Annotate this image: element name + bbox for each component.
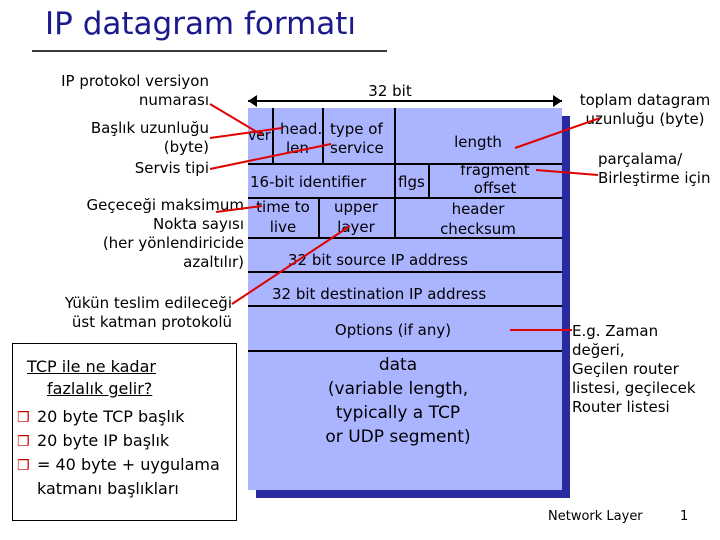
field-flags: flgs <box>398 173 425 191</box>
field-data: data (variable length, typically a TCP o… <box>325 355 471 447</box>
note-options: E.g. Zaman değeri, Geçilen router listes… <box>572 322 696 416</box>
footer-section: Network Layer <box>548 509 643 524</box>
field-upper-layer-2: layer <box>337 218 375 236</box>
note-version: IP protokol versiyon numarası <box>61 72 209 109</box>
field-length: length <box>454 133 502 151</box>
field-checksum-2: checksum <box>440 220 516 238</box>
overhead-bullets: ❒ 20 byte TCP başlık ❒ 20 byte IP başlık… <box>13 407 236 498</box>
note-protocol: Yükün teslim edileceği üst katman protok… <box>64 294 232 331</box>
width-arrow-right-icon <box>553 95 562 107</box>
note-total-length: toplam datagram uzunluğu (byte) <box>579 91 711 128</box>
bullet-icon: ❒ <box>17 410 30 426</box>
field-options: Options (if any) <box>334 321 452 339</box>
field-upper-layer-1: upper <box>334 198 378 216</box>
datagram-box: ver head. len type of service length 16-… <box>248 108 562 490</box>
note-service: Servis tipi <box>134 159 209 177</box>
field-tos-2: service <box>330 139 384 157</box>
connector-ttl <box>215 205 263 213</box>
note-header-length: Başlık uzunluğu (byte) <box>90 119 209 156</box>
connector-header-length <box>209 127 283 139</box>
page-number: 1 <box>680 509 689 524</box>
bullet-item: ❒ = 40 byte + uygulama <box>17 455 220 474</box>
title-underline <box>32 50 387 52</box>
page-title: IP datagram formatı <box>45 6 357 42</box>
connector-protocol <box>231 225 351 305</box>
connector-service <box>209 143 332 170</box>
bullet-continuation: katmanı başlıkları <box>37 479 179 498</box>
note-fragmentation: parçalama/ Birleştirme için <box>598 150 711 187</box>
field-identifier: 16-bit identifier <box>250 173 367 191</box>
width-arrow-line <box>248 100 562 102</box>
overhead-box: TCP ile ne kadar fazlalık gelir? ❒ 20 by… <box>12 343 237 521</box>
overhead-heading: TCP ile ne kadar fazlalık gelir? <box>27 357 156 398</box>
field-head-len-1: head. <box>280 120 323 138</box>
bullet-item: ❒ 20 byte TCP başlık <box>17 407 185 426</box>
field-source-ip: 32 bit source IP address <box>288 251 468 269</box>
field-ttl-1: time to <box>256 198 310 216</box>
bullet-item: ❒ 20 byte IP başlık <box>17 431 170 450</box>
bullet-icon: ❒ <box>17 458 30 474</box>
bullet-icon: ❒ <box>17 434 30 450</box>
note-ttl: Geçeceği maksimum Nokta sayısı (her yönl… <box>86 196 244 271</box>
width-label: 32 bit <box>368 82 412 100</box>
width-arrow-left-icon <box>248 95 257 107</box>
field-ttl-2: live <box>269 218 297 236</box>
field-fragment-offset-2: offset <box>473 179 517 197</box>
field-dest-ip: 32 bit destination IP address <box>272 285 487 303</box>
field-fragment-offset-1: fragment <box>460 161 530 179</box>
connector-fragmentation <box>535 169 599 176</box>
connector-version <box>209 103 263 136</box>
field-checksum-1: header <box>451 200 505 218</box>
field-tos-1: type of <box>330 120 383 138</box>
connector-total-length <box>514 117 601 149</box>
